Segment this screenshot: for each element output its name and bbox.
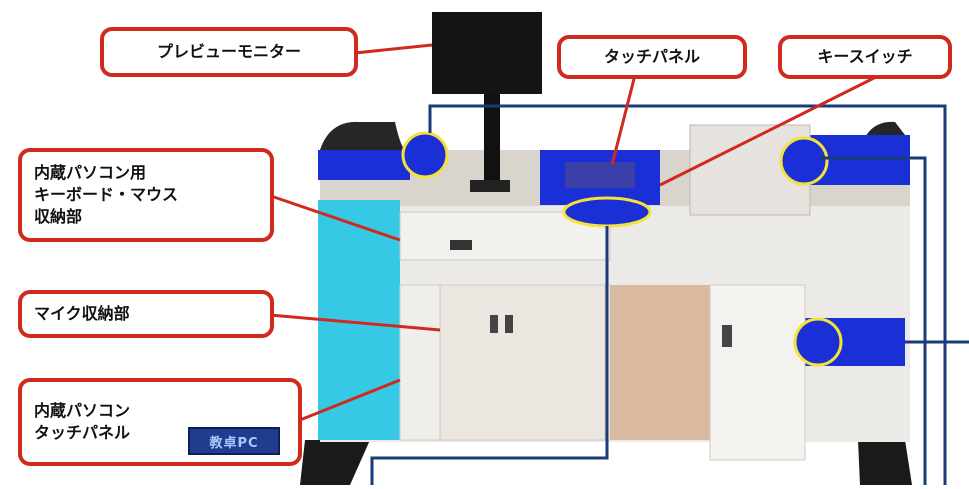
callout-mic-storage-label: マイク収納部 [34, 304, 130, 323]
drawer-handle [450, 240, 472, 250]
leader-preview-monitor [354, 43, 433, 55]
key-ring-left [401, 131, 449, 179]
touch-panel-screen [565, 162, 635, 188]
leader-frame-top [428, 104, 947, 485]
teacher-pc-badge: 教卓PC [188, 427, 280, 455]
door-handle-right [505, 315, 513, 333]
callout-keyboard-mouse-storage-label: 内蔵パソコン用 キーボード・マウス 収納部 [34, 163, 179, 226]
callout-mic-storage: マイク収納部 [18, 290, 274, 338]
callout-preview-monitor-label: プレビューモニター [156, 42, 301, 61]
leader-keyboard-storage [267, 193, 401, 242]
callout-keyboard-mouse-storage: 内蔵パソコン用 キーボード・マウス 収納部 [18, 148, 274, 242]
callout-key-switch-label: キースイッチ [817, 47, 913, 66]
leader-pc-touch-panel [299, 378, 401, 422]
right-door-handle [722, 325, 732, 347]
callout-pc-touch-panel-label: 内蔵パソコン タッチパネル [34, 401, 131, 442]
key-switch-ring [779, 136, 829, 186]
callout-touch-panel: タッチパネル [557, 35, 747, 79]
left-top-curve [320, 121, 405, 150]
right-foot [858, 440, 912, 485]
callout-pc-touch-panel: 内蔵パソコン タッチパネル [18, 378, 302, 466]
callout-preview-monitor: プレビューモニター [100, 27, 358, 77]
touch-panel-ring [562, 196, 652, 228]
callout-touch-panel-label: タッチパネル [603, 47, 700, 66]
cabinet-door [439, 284, 606, 441]
leader-mic-storage [269, 313, 441, 332]
blue-top-strip-left [318, 150, 410, 180]
leader-frame-right [820, 156, 927, 485]
monitor-stand [484, 94, 500, 189]
preview-monitor-screen [432, 12, 542, 94]
right-cabinet-door [709, 284, 806, 461]
left-foot [300, 440, 370, 485]
leader-key-switch [659, 73, 881, 187]
teacher-pc-badge-label: 教卓PC [209, 435, 259, 451]
door-handle-left [490, 315, 498, 333]
right-ring [793, 317, 843, 367]
callout-key-switch: キースイッチ [778, 35, 952, 79]
mid-panel [610, 285, 710, 440]
leader-touch-panel [610, 74, 637, 166]
monitor-base [470, 180, 510, 192]
leader-frame-bottom [370, 226, 609, 485]
